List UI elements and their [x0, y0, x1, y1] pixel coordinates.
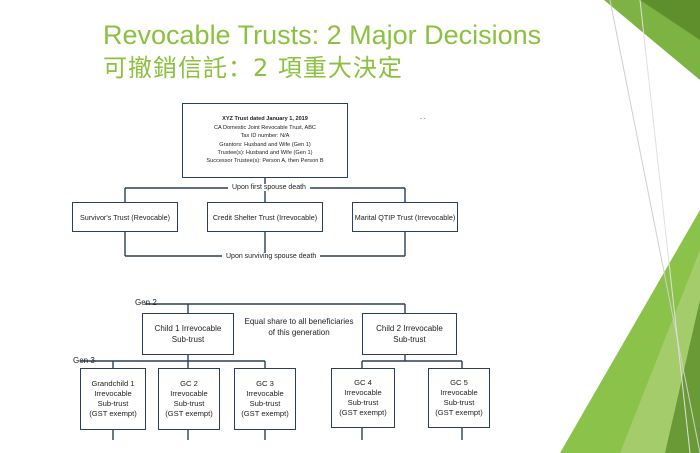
gc4-subtrust-box: GC 4 Irrevocable Sub-trust (GST exempt): [331, 368, 395, 428]
gc2-line1: GC 2: [180, 379, 198, 388]
trust-trustees: Trustee(s): Husband and Wife (Gen 1): [217, 149, 313, 156]
gc2-subtrust-box: GC 2 Irrevocable Sub-trust (GST exempt): [158, 368, 220, 430]
trust-name: XYZ Trust dated January 1, 2019: [222, 116, 308, 123]
gc1-line4: (GST exempt): [89, 409, 137, 418]
deco-green-lower-dark: [665, 300, 700, 453]
gc5-line4: (GST exempt): [435, 408, 483, 417]
slide-title-chinese: 可撤銷信託：2 項重大決定: [103, 54, 403, 82]
gc5-line2: Irrevocable: [440, 388, 478, 397]
gc2-line2: Irrevocable: [170, 389, 208, 398]
deco-line-1: [609, 0, 700, 453]
survivors-trust-box: Survivor's Trust (Revocable): [72, 202, 178, 232]
surviving-death-label: Upon surviving spouse death: [222, 253, 321, 260]
equal-share-line1: Equal share to all beneficiaries: [244, 317, 354, 326]
trust-grantors: Grantors: Husband and Wife (Gen 1): [219, 141, 311, 148]
credit-shelter-trust-box: Credit Shelter Trust (Irrevocable): [207, 202, 323, 232]
gc2-line4: (GST exempt): [165, 409, 213, 418]
trust-info-box: XYZ Trust dated January 1, 2019 CA Domes…: [182, 103, 348, 178]
child1-line2: Sub-trust: [171, 335, 205, 344]
gen3-label: Gen 3: [73, 356, 95, 365]
gc1-line2: Irrevocable: [94, 389, 132, 398]
slide-title: Revocable Trusts: 2 Major Decisions: [103, 20, 542, 50]
credit-shelter-trust-label: Credit Shelter Trust (Irrevocable): [212, 212, 318, 222]
equal-share-note: Equal share to all beneficiaries of this…: [240, 316, 358, 338]
child1-line1: Child 1 Irrevocable: [154, 324, 222, 333]
survivors-trust-label: Survivor's Trust (Revocable): [79, 212, 171, 222]
equal-share-line2: of this generation: [268, 328, 330, 337]
gc3-line4: (GST exempt): [241, 409, 289, 418]
gc3-line3: Sub-trust: [249, 399, 281, 408]
gen2-label: Gen 2: [135, 298, 157, 307]
gc4-line2: Irrevocable: [344, 388, 382, 397]
gc4-line1: GC 4: [354, 378, 372, 387]
gc5-line1: GC 5: [450, 378, 468, 387]
gc5-line3: Sub-trust: [443, 398, 475, 407]
trust-type: CA Domestic Joint Revocable Trust, ABC: [214, 124, 316, 131]
child2-line2: Sub-trust: [393, 335, 426, 344]
child1-subtrust-box: Child 1 Irrevocable Sub-trust: [142, 313, 234, 355]
child2-subtrust-box: Child 2 Irrevocable Sub-trust: [362, 313, 457, 355]
qtip-trust-label: Marital QTIP Trust (Irrevocable): [354, 212, 456, 222]
gc2-line3: Sub-trust: [173, 399, 205, 408]
trust-tax-id: Tax ID number: N/A: [240, 133, 290, 140]
deco-green-top-dark: [640, 0, 700, 40]
gc4-line4: (GST exempt): [339, 408, 387, 417]
gc3-line1: GC 3: [256, 379, 274, 388]
gc1-subtrust-box: Grandchild 1 Irrevocable Sub-trust (GST …: [80, 368, 146, 430]
qtip-trust-box: Marital QTIP Trust (Irrevocable): [352, 202, 458, 232]
gc5-subtrust-box: GC 5 Irrevocable Sub-trust (GST exempt): [428, 368, 490, 428]
trust-successor: Successor Trustee(s): Person A, then Per…: [206, 158, 324, 165]
gc1-line1: Grandchild 1: [91, 379, 135, 388]
child2-line1: Child 2 Irrevocable: [376, 324, 443, 333]
stray-dots: - -: [420, 116, 426, 122]
gc4-line3: Sub-trust: [347, 398, 379, 407]
deco-line-2: [639, 0, 691, 453]
gc3-line2: Irrevocable: [246, 389, 284, 398]
first-death-label: Upon first spouse death: [228, 184, 310, 191]
gc1-line3: Sub-trust: [97, 399, 129, 408]
gc3-subtrust-box: GC 3 Irrevocable Sub-trust (GST exempt): [234, 368, 296, 430]
